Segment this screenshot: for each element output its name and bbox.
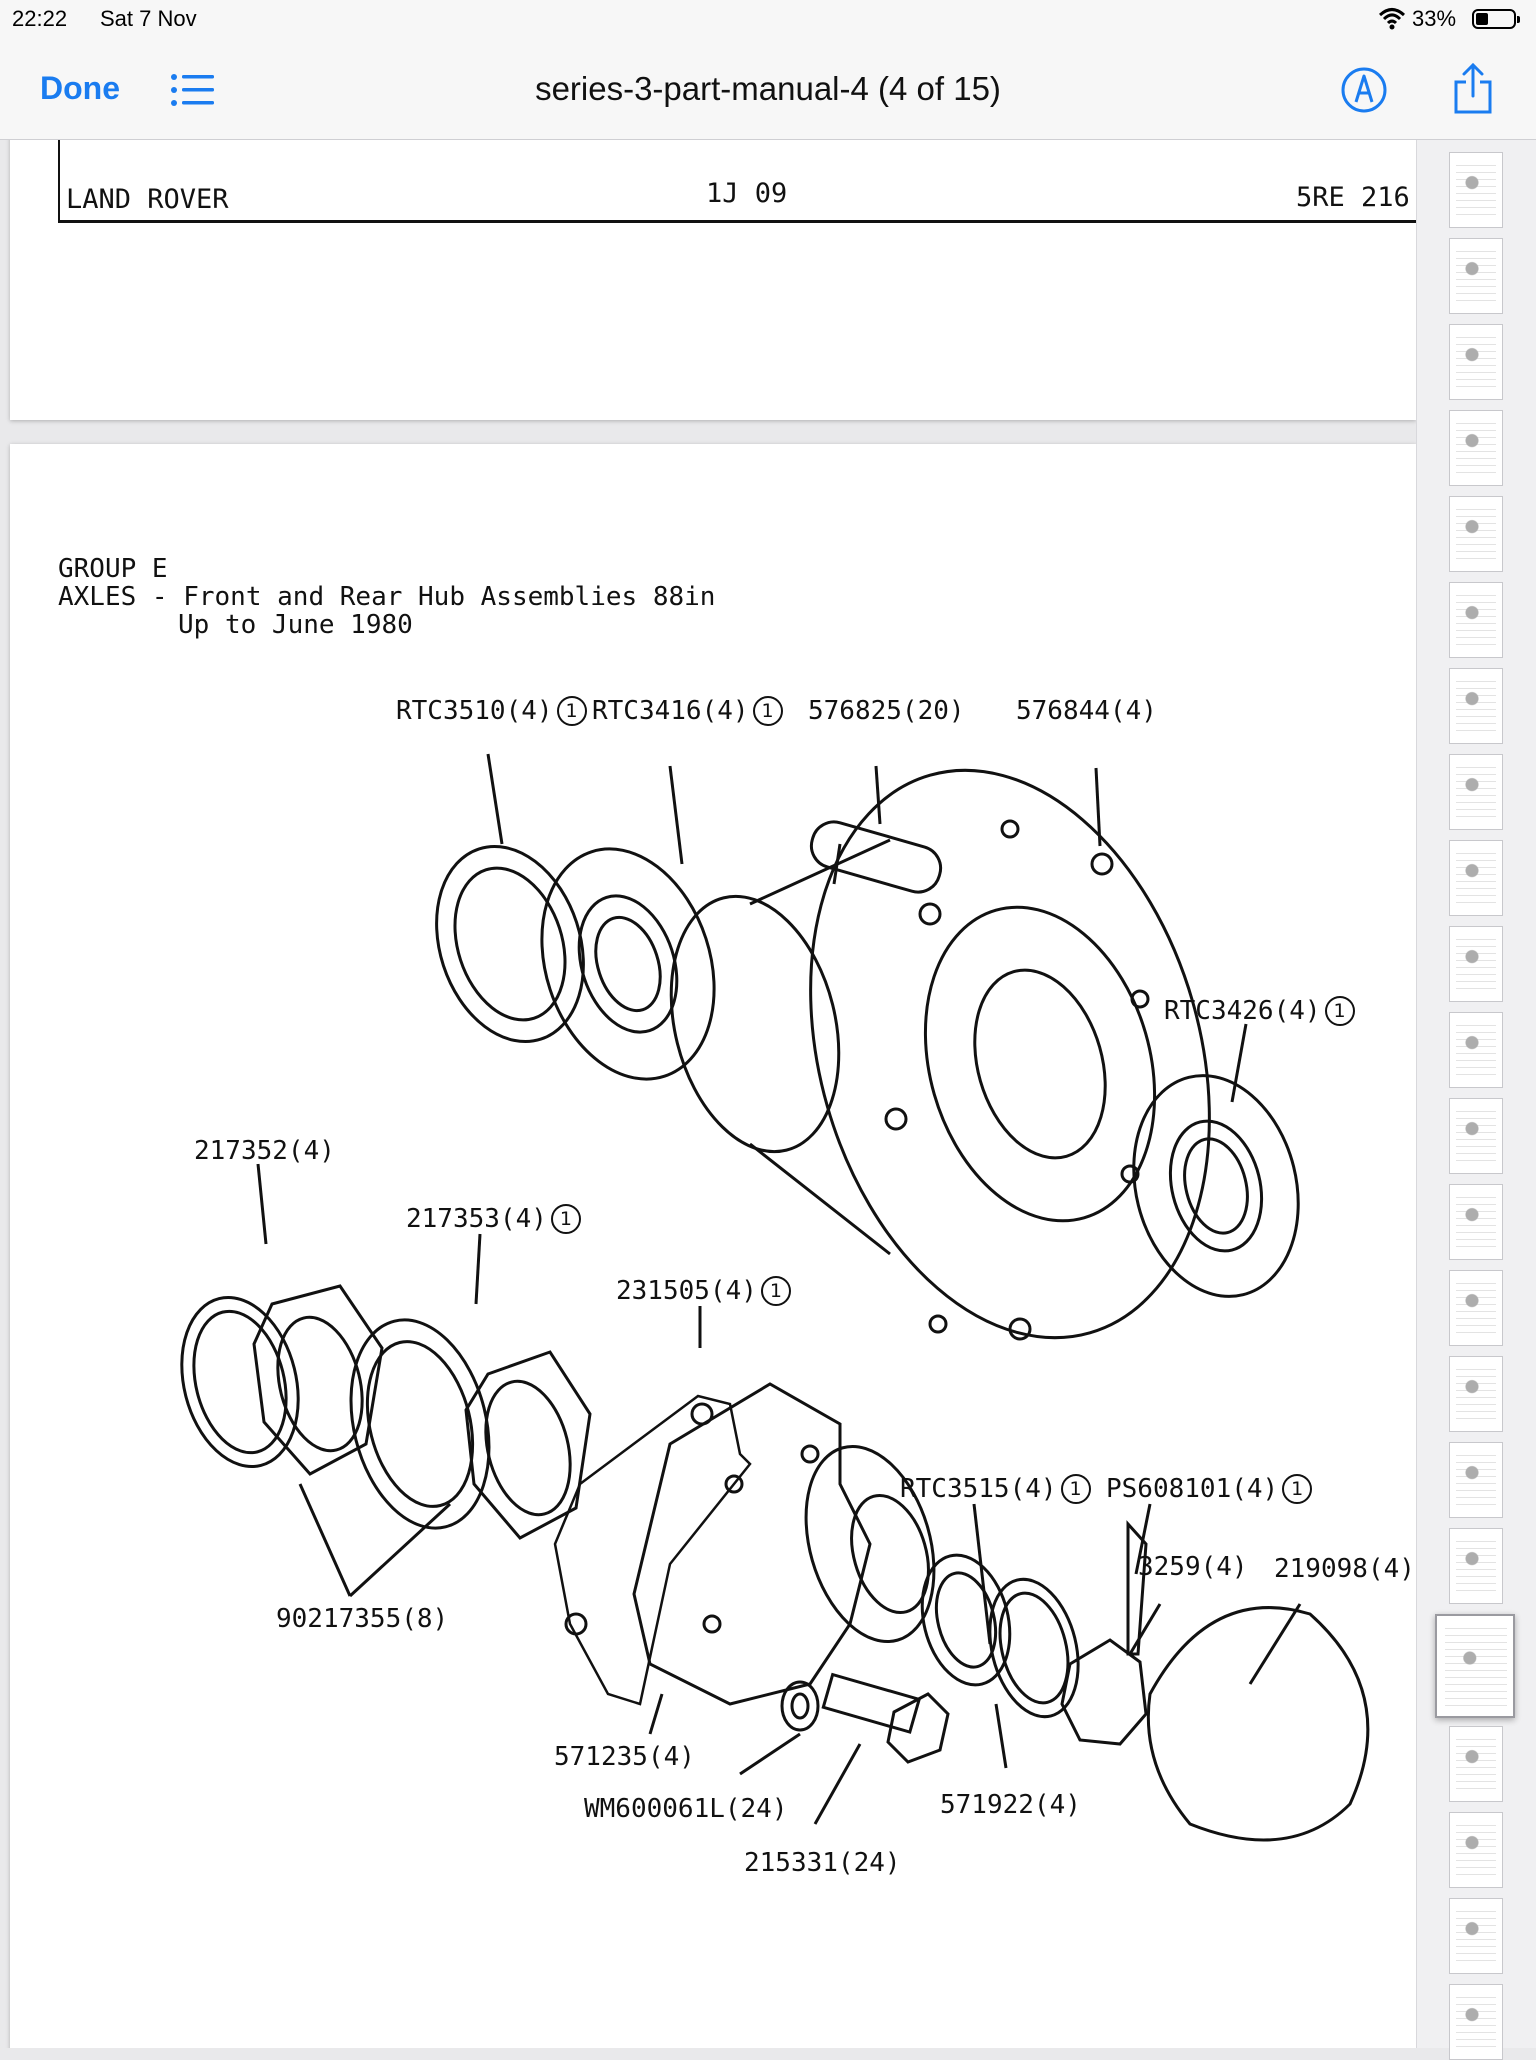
page-thumbnail[interactable] (1449, 840, 1503, 916)
page-thumbnail[interactable] (1449, 668, 1503, 744)
thumbnail-preview (1456, 1193, 1496, 1247)
part-label: 231505(4)1 (616, 1276, 791, 1306)
page-thumbnail[interactable] (1449, 1726, 1503, 1802)
note-marker: 1 (1060, 1474, 1091, 1504)
thumbnail-preview (1456, 1021, 1496, 1075)
hub-assembly-diagram (180, 753, 1370, 1842)
page-thumbnail[interactable] (1449, 324, 1503, 400)
part-label: 217352(4) (194, 1136, 335, 1166)
current-page: GROUP E AXLES - Front and Rear Hub Assem… (10, 444, 1416, 2048)
note-marker: 1 (550, 1204, 581, 1234)
part-label: 215331(24) (744, 1848, 901, 1878)
thumbnail-preview (1456, 333, 1496, 387)
part-label: PS608101(4)1 (1106, 1474, 1313, 1504)
thumbnail-preview (1456, 1821, 1496, 1875)
page-thumbnail[interactable] (1449, 1270, 1503, 1346)
done-button[interactable]: Done (40, 70, 120, 106)
page-thumbnail[interactable] (1449, 1184, 1503, 1260)
footer-page-code: 1J 09 (706, 178, 788, 209)
status-date: Sat 7 Nov (100, 6, 197, 31)
page-thumbnail[interactable] (1449, 754, 1503, 830)
page-thumbnail[interactable] (1449, 1898, 1503, 1974)
page-thumbnail[interactable] (1449, 1356, 1503, 1432)
part-label: RTC3426(4)1 (1164, 996, 1355, 1026)
note-marker: 1 (752, 696, 783, 726)
part-label: 571922(4) (940, 1790, 1081, 1820)
thumbnail-preview (1456, 1735, 1496, 1789)
thumbnail-preview (1456, 1451, 1496, 1505)
wifi-icon (1378, 8, 1406, 30)
thumbnail-preview (1456, 419, 1496, 473)
navigation-bar: Done series-3-part-manual-4 (4 of 15) (0, 40, 1536, 140)
thumbnail-preview (1456, 247, 1496, 301)
battery-percent: 33% (1412, 6, 1457, 31)
page-thumbnail[interactable] (1449, 1984, 1503, 2060)
group-label: GROUP E (58, 554, 168, 584)
page-thumbnail[interactable] (1449, 152, 1503, 228)
thumbnail-preview (1445, 1626, 1507, 1706)
thumbnail-preview (1456, 505, 1496, 559)
part-label: 576825(20) (808, 696, 965, 726)
part-label: RTC3515(4)1 (900, 1474, 1091, 1504)
thumbnail-preview (1456, 1279, 1496, 1333)
part-label: 576844(4) (1016, 696, 1157, 726)
page-heading: AXLES - Front and Rear Hub Assemblies 88… (58, 582, 716, 612)
page-thumbnail[interactable] (1449, 238, 1503, 314)
note-marker: 1 (760, 1276, 791, 1306)
part-number: RTC3515(4) (900, 1474, 1057, 1504)
page-thumbnail[interactable] (1449, 1442, 1503, 1518)
document-title: series-3-part-manual-4 (4 of 15) (535, 70, 1001, 107)
part-label: 3259(4) (1138, 1552, 1248, 1582)
status-time: 22:22 (12, 6, 68, 31)
part-number: 217353(4) (406, 1204, 547, 1234)
page-thumbnail[interactable] (1449, 1528, 1503, 1604)
share-icon[interactable] (1452, 62, 1494, 116)
part-label: 217353(4)1 (406, 1204, 581, 1234)
thumbnail-preview (1456, 1107, 1496, 1161)
page-thumbnail[interactable] (1449, 496, 1503, 572)
part-label: 219098(4) (1274, 1554, 1415, 1584)
note-marker: 1 (1324, 996, 1355, 1026)
part-label: RTC3510(4)1 (396, 696, 587, 726)
page-subheading: Up to June 1980 (178, 610, 413, 640)
thumbnail-preview (1456, 935, 1496, 989)
thumbnail-preview (1456, 1907, 1496, 1961)
part-label: RTC3416(4)1 (592, 696, 783, 726)
note-marker: 1 (556, 696, 587, 726)
page-thumbnail[interactable] (1449, 1012, 1503, 1088)
thumbnail-preview (1456, 849, 1496, 903)
thumbnail-preview (1456, 1993, 1496, 2047)
part-number: RTC3426(4) (1164, 996, 1321, 1026)
page-thumbnail[interactable] (1449, 1812, 1503, 1888)
page-thumbnail[interactable] (1449, 926, 1503, 1002)
page-thumbnail-selected[interactable] (1435, 1614, 1515, 1718)
part-number: 231505(4) (616, 1276, 757, 1306)
footer-brand: LAND ROVER (66, 184, 229, 215)
page-thumbnail[interactable] (1449, 1098, 1503, 1174)
page-frame (58, 140, 1416, 223)
thumbnail-preview (1456, 1537, 1496, 1591)
document-viewer[interactable]: LAND ROVER 1J 09 5RE 216 (0, 140, 1416, 2048)
part-number: PS608101(4) (1106, 1474, 1279, 1504)
page-thumbnail-strip[interactable] (1416, 140, 1536, 2060)
status-bar: 22:22 Sat 7 Nov 33% (0, 0, 1536, 40)
part-label: 90217355(8) (276, 1604, 449, 1634)
page-thumbnail[interactable] (1449, 582, 1503, 658)
thumbnail-preview (1456, 1365, 1496, 1419)
thumbnail-preview (1456, 591, 1496, 645)
part-number: RTC3510(4) (396, 696, 553, 726)
battery-icon (1472, 9, 1520, 29)
part-label: 571235(4) (554, 1742, 695, 1772)
thumbnail-preview (1456, 763, 1496, 817)
note-marker: 1 (1282, 1474, 1313, 1504)
part-number: RTC3416(4) (592, 696, 749, 726)
footer-ref: 5RE 216 (1296, 182, 1410, 213)
list-icon[interactable] (170, 72, 216, 108)
page-thumbnail[interactable] (1449, 410, 1503, 486)
part-label: WM600061L(24) (584, 1794, 788, 1824)
previous-page: LAND ROVER 1J 09 5RE 216 (10, 140, 1416, 420)
markup-pen-icon[interactable] (1340, 66, 1388, 114)
thumbnail-preview (1456, 677, 1496, 731)
thumbnail-preview (1456, 161, 1496, 215)
